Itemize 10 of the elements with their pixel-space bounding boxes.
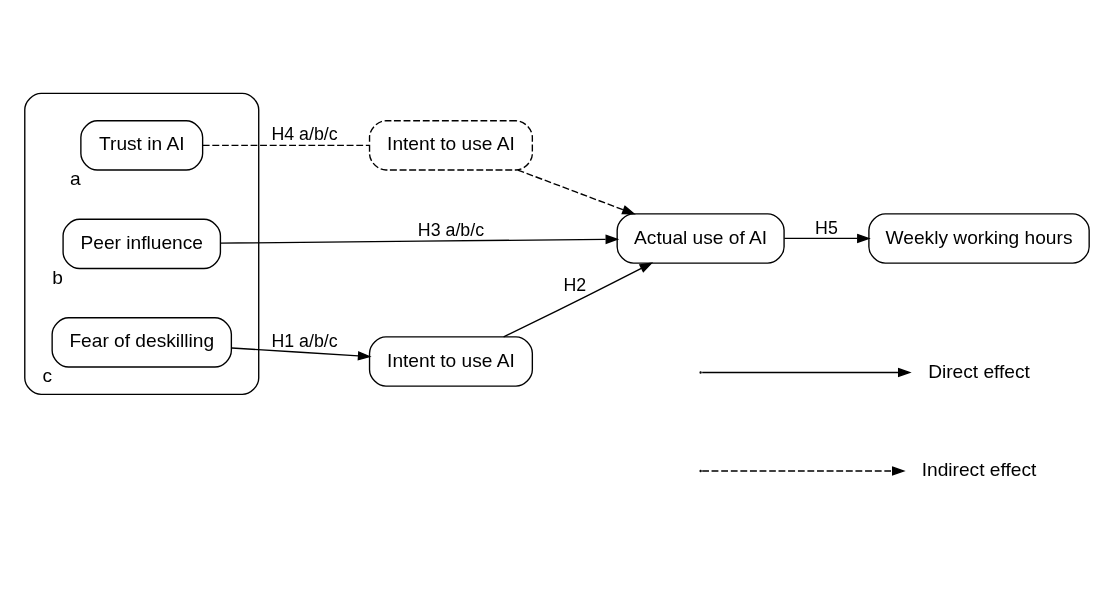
node-label: b bbox=[52, 266, 63, 288]
legend-label: Indirect effect bbox=[921, 459, 1037, 481]
edge-label: H3 a/b/c bbox=[417, 220, 485, 241]
node-label: a bbox=[70, 168, 81, 190]
edge-label: H2 bbox=[563, 274, 587, 295]
node-label: c bbox=[42, 365, 53, 387]
edge-label: H4 a/b/c bbox=[271, 124, 338, 145]
edge-label: H1 a/b/c bbox=[271, 331, 338, 352]
legend-label: Direct effect bbox=[928, 360, 1030, 382]
edge-label: H5 bbox=[815, 217, 838, 238]
